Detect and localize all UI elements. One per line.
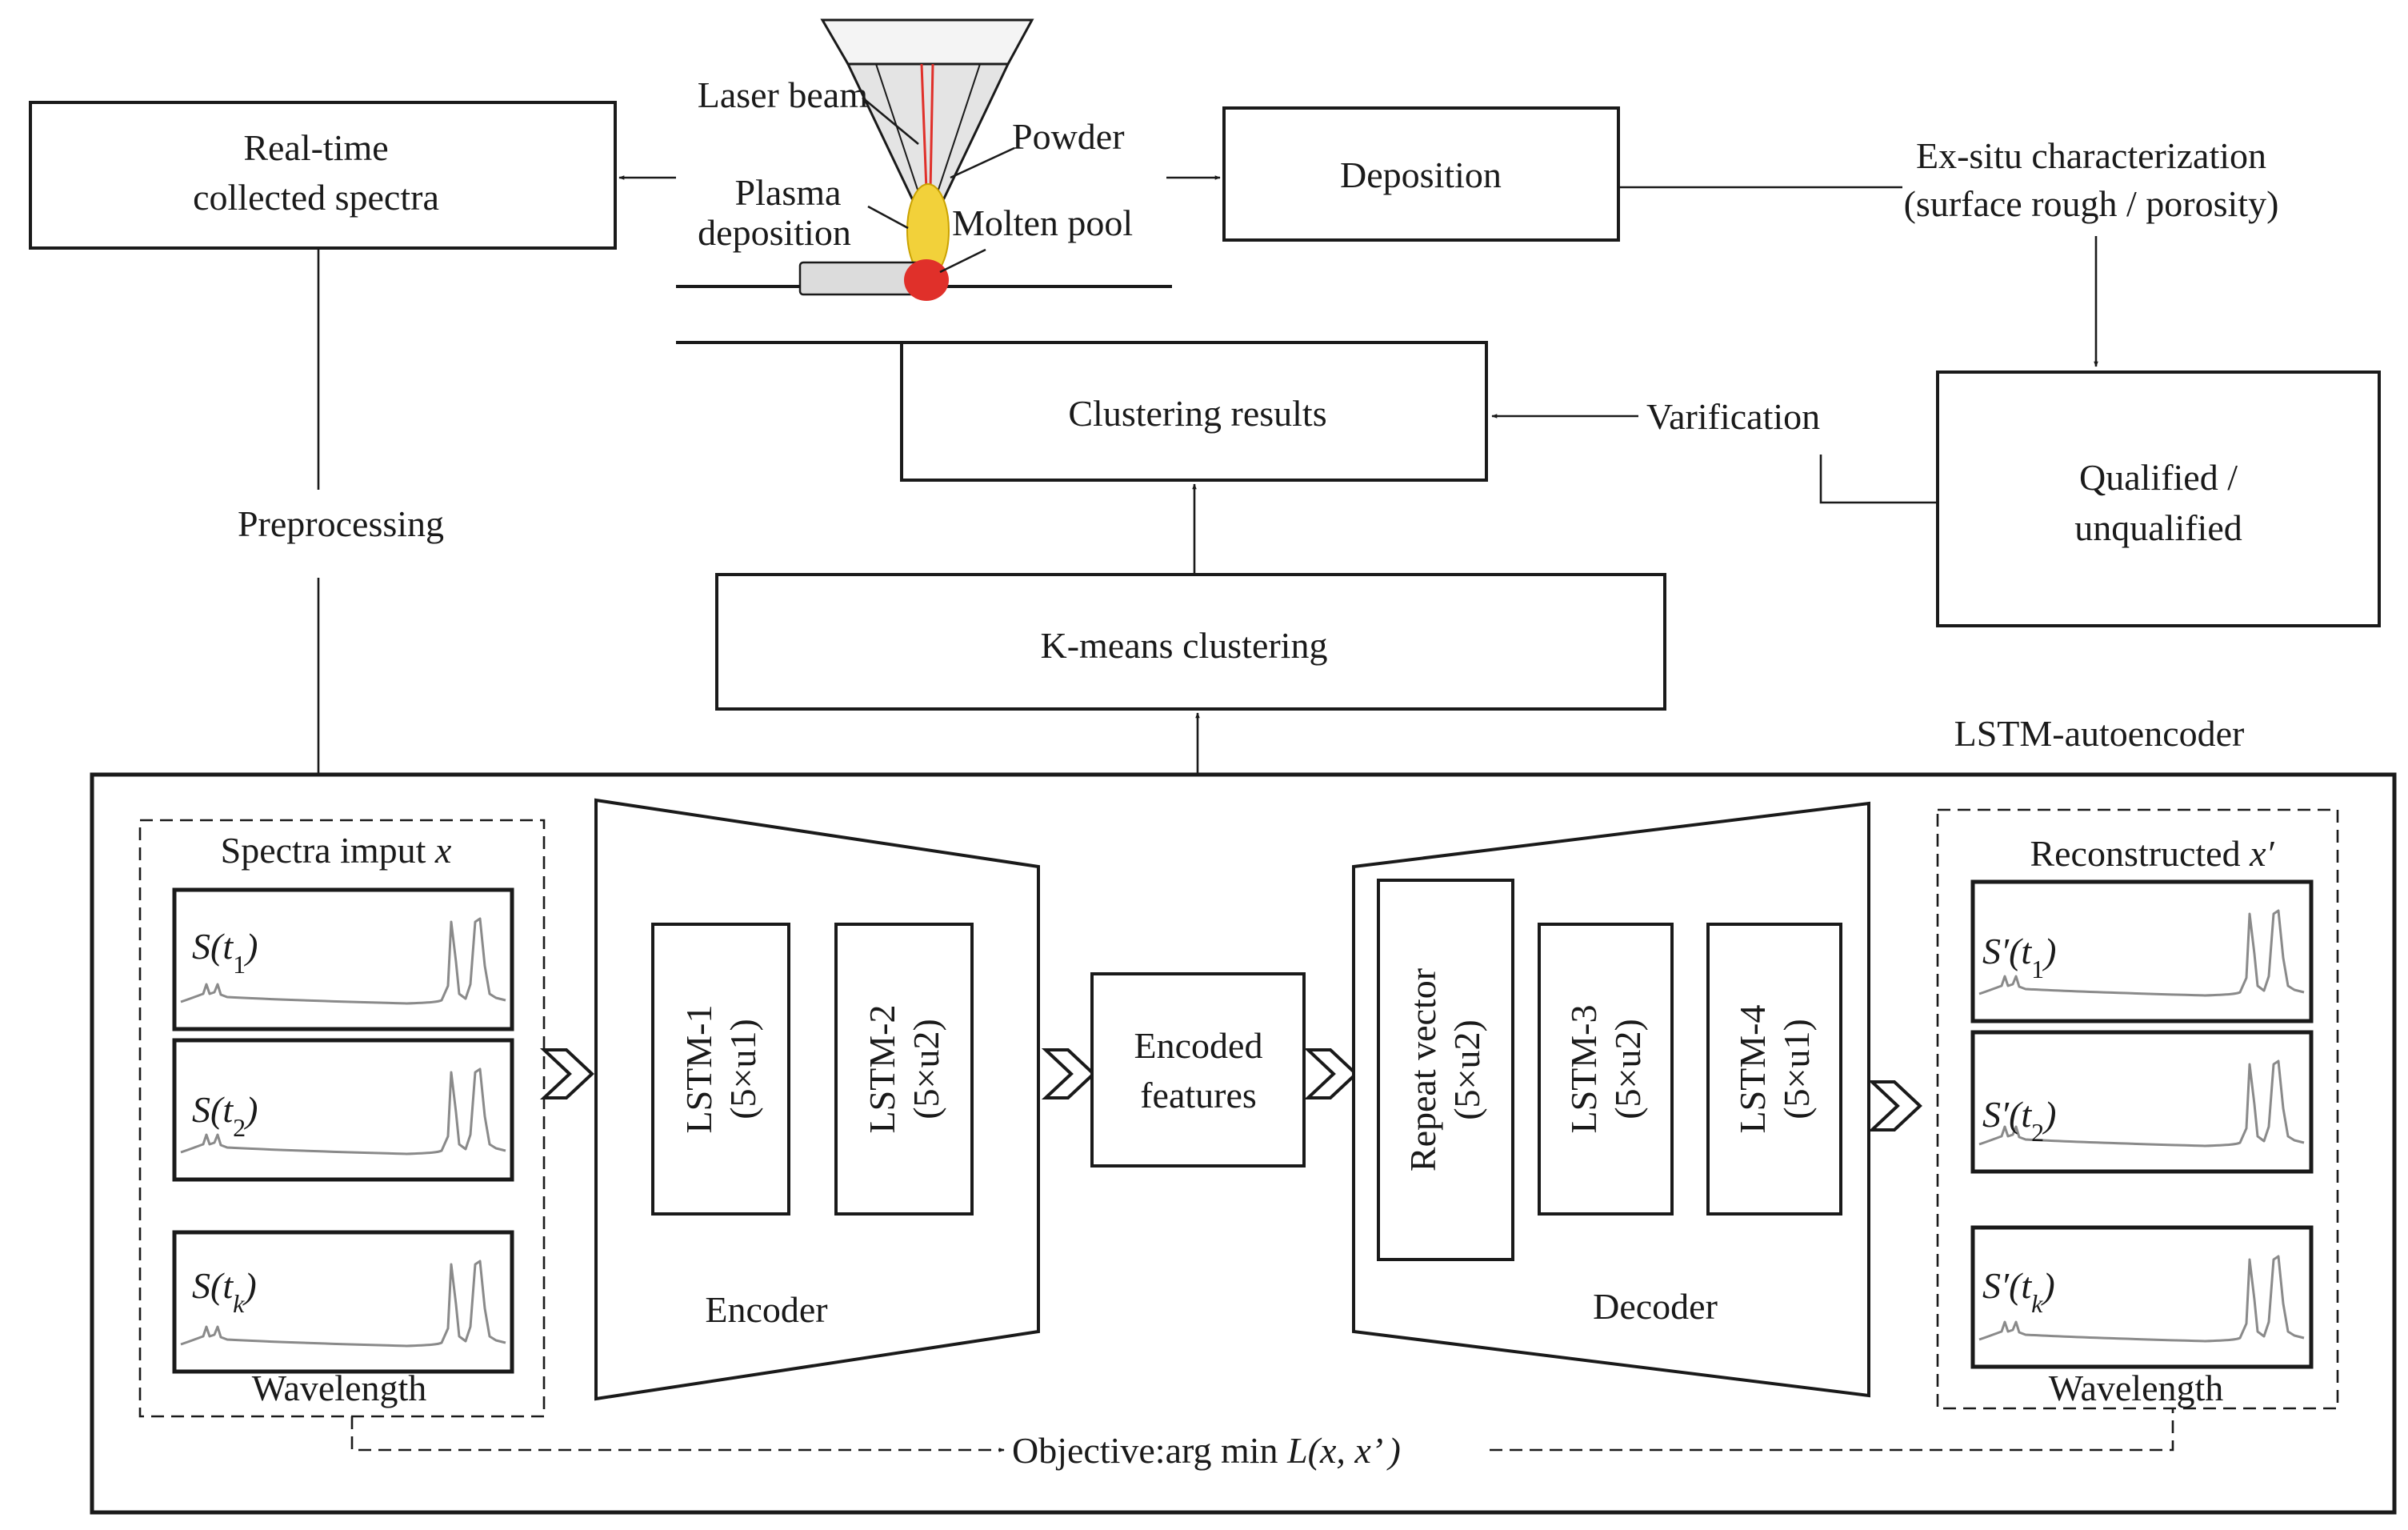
input-spectrum-plot: S(t1) xyxy=(172,887,514,1031)
reconstructed-group xyxy=(1936,808,2339,1410)
kmeans-box xyxy=(715,573,1666,711)
preprocessing-label: Preprocessing xyxy=(238,503,444,544)
qualified-line1: Qualified / xyxy=(2079,457,2238,498)
flow-chevron-icon xyxy=(1303,1048,1358,1099)
output-title: Reconstructed x′ xyxy=(2030,833,2274,874)
encoder-label: Encoder xyxy=(705,1289,827,1330)
autoencoder-title: LSTM-autoencoder xyxy=(1954,713,2245,754)
exsitu-line1: Ex-situ characterization xyxy=(1916,135,2266,176)
input-spectra-group xyxy=(138,819,546,1418)
output-spectrum-plot: S′(t2) xyxy=(1970,1030,2314,1174)
verification-label: Varification xyxy=(1646,396,1820,437)
lstm1-dims: (5×u1) xyxy=(722,1019,763,1119)
nozzle-head xyxy=(820,18,1034,66)
nozzle-cone xyxy=(846,62,1010,200)
clustering-results-label: Clustering results xyxy=(1068,393,1326,434)
input-spectrum-plot: S(t2) xyxy=(172,1038,514,1182)
lstm3-dims: (5×u2) xyxy=(1607,1019,1648,1119)
lstm1-box xyxy=(651,923,790,1216)
repeat-vector-dims: (5×u2) xyxy=(1446,1019,1487,1120)
qualified-line2: unqualified xyxy=(2074,507,2242,548)
deposition-box xyxy=(1222,106,1620,242)
encoded-features-box xyxy=(1090,972,1306,1168)
lstm1-label: LSTM-1 xyxy=(678,1005,719,1134)
input-wavelength-label: Wavelength xyxy=(252,1368,427,1408)
kmeans-label: K-means clustering xyxy=(1041,625,1328,666)
plasma-deposition-label: deposition xyxy=(698,212,851,253)
realtime-spectra-line1: Real-time xyxy=(243,127,388,168)
molten-pool-label: Molten pool xyxy=(952,202,1133,243)
lstm3-box xyxy=(1538,923,1674,1216)
qualified-box xyxy=(1936,370,2381,627)
clustering-results-box xyxy=(900,341,1488,482)
powder-label: Powder xyxy=(1012,116,1125,157)
process-illustration: Laser beam Powder Plasma deposition Molt… xyxy=(676,18,1172,344)
plasma-label: Plasma xyxy=(735,172,842,213)
repeat-vector-box xyxy=(1377,879,1514,1261)
decoder-label: Decoder xyxy=(1593,1286,1718,1327)
output-spectrum-plot: S′(t1) xyxy=(1970,879,2314,1023)
lstm4-box xyxy=(1706,923,1842,1216)
objective-label: Objective:arg min L(x, x’ ) xyxy=(1012,1430,1401,1471)
output-spectrum-plot: S′(tk) xyxy=(1970,1225,2314,1369)
exsitu-line2: (surface rough / porosity) xyxy=(1904,183,2279,224)
flow-chevron-icon xyxy=(1867,1080,1922,1131)
lstm2-box xyxy=(834,923,974,1216)
flow-chevron-icon xyxy=(1041,1048,1096,1099)
molten-pool xyxy=(904,259,949,301)
lstm4-dims: (5×u1) xyxy=(1776,1019,1817,1119)
realtime-spectra-box xyxy=(29,101,617,250)
lstm2-label: LSTM-2 xyxy=(862,1005,902,1134)
realtime-spectra-line2: collected spectra xyxy=(193,177,439,218)
encoded-line1: Encoded xyxy=(1134,1025,1263,1066)
output-wavelength-label: Wavelength xyxy=(2049,1368,2224,1408)
deposition-label: Deposition xyxy=(1340,154,1502,195)
repeat-vector-label: Repeat vector xyxy=(1402,968,1443,1172)
lstm4-label: LSTM-4 xyxy=(1732,1005,1773,1134)
lstm2-dims: (5×u2) xyxy=(906,1019,946,1119)
encoded-line2: features xyxy=(1140,1075,1257,1115)
input-title: Spectra imput x xyxy=(221,830,452,871)
flow-chevron-icon xyxy=(539,1048,594,1099)
lstm3-label: LSTM-3 xyxy=(1563,1005,1604,1134)
input-spectrum-plot: S(tk) xyxy=(172,1230,514,1374)
laser-beam-label: Laser beam xyxy=(698,74,868,115)
